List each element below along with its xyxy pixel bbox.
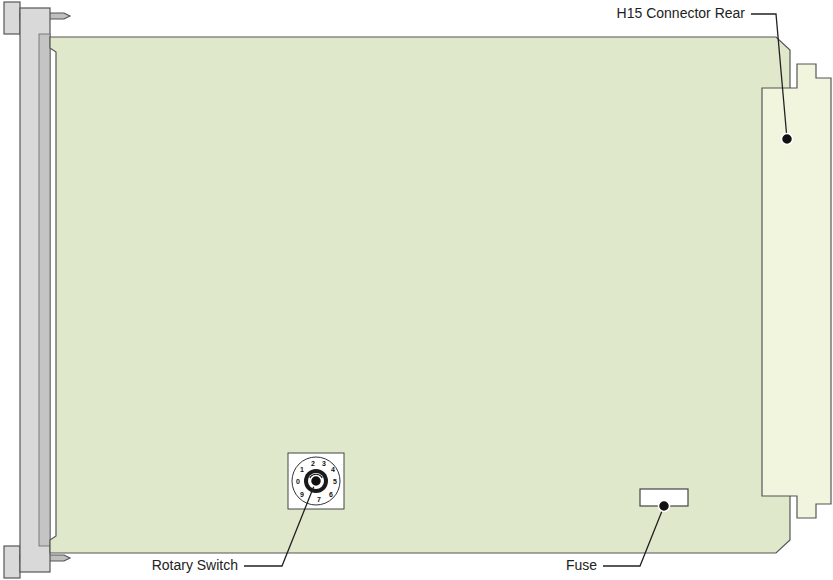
handle: [4, 546, 20, 578]
switch-knob-face: [308, 473, 324, 489]
part-label: Fuse: [566, 558, 597, 573]
leader-line: [603, 506, 664, 566]
pcb: [50, 37, 790, 553]
leader-line: [751, 14, 787, 139]
part-label: H15 Connector Rear: [617, 6, 745, 21]
h15-connector: [762, 64, 831, 518]
switch-digit: 2: [311, 460, 315, 467]
switch-digit: 3: [322, 460, 326, 467]
leader-dot: [782, 134, 793, 145]
handle: [4, 2, 20, 34]
switch-digit: 9: [300, 491, 304, 498]
switch-dial: [292, 457, 340, 505]
leader-dot: [659, 501, 670, 512]
switch-digit: 5: [333, 478, 337, 485]
switch-body: [288, 453, 344, 509]
switch-digit: 7: [317, 496, 321, 503]
switch-knob: [304, 469, 328, 493]
leader-line: [244, 481, 316, 566]
switch-digit: 0: [296, 478, 300, 485]
part-label: Rotary Switch: [152, 558, 238, 573]
front-panel: [20, 8, 50, 572]
panel-flange: [39, 34, 50, 546]
leader-dot: [311, 476, 322, 487]
switch-digit: 1: [300, 466, 304, 473]
switch-digit: 4: [331, 466, 335, 473]
switch-digit: 6: [329, 491, 333, 498]
